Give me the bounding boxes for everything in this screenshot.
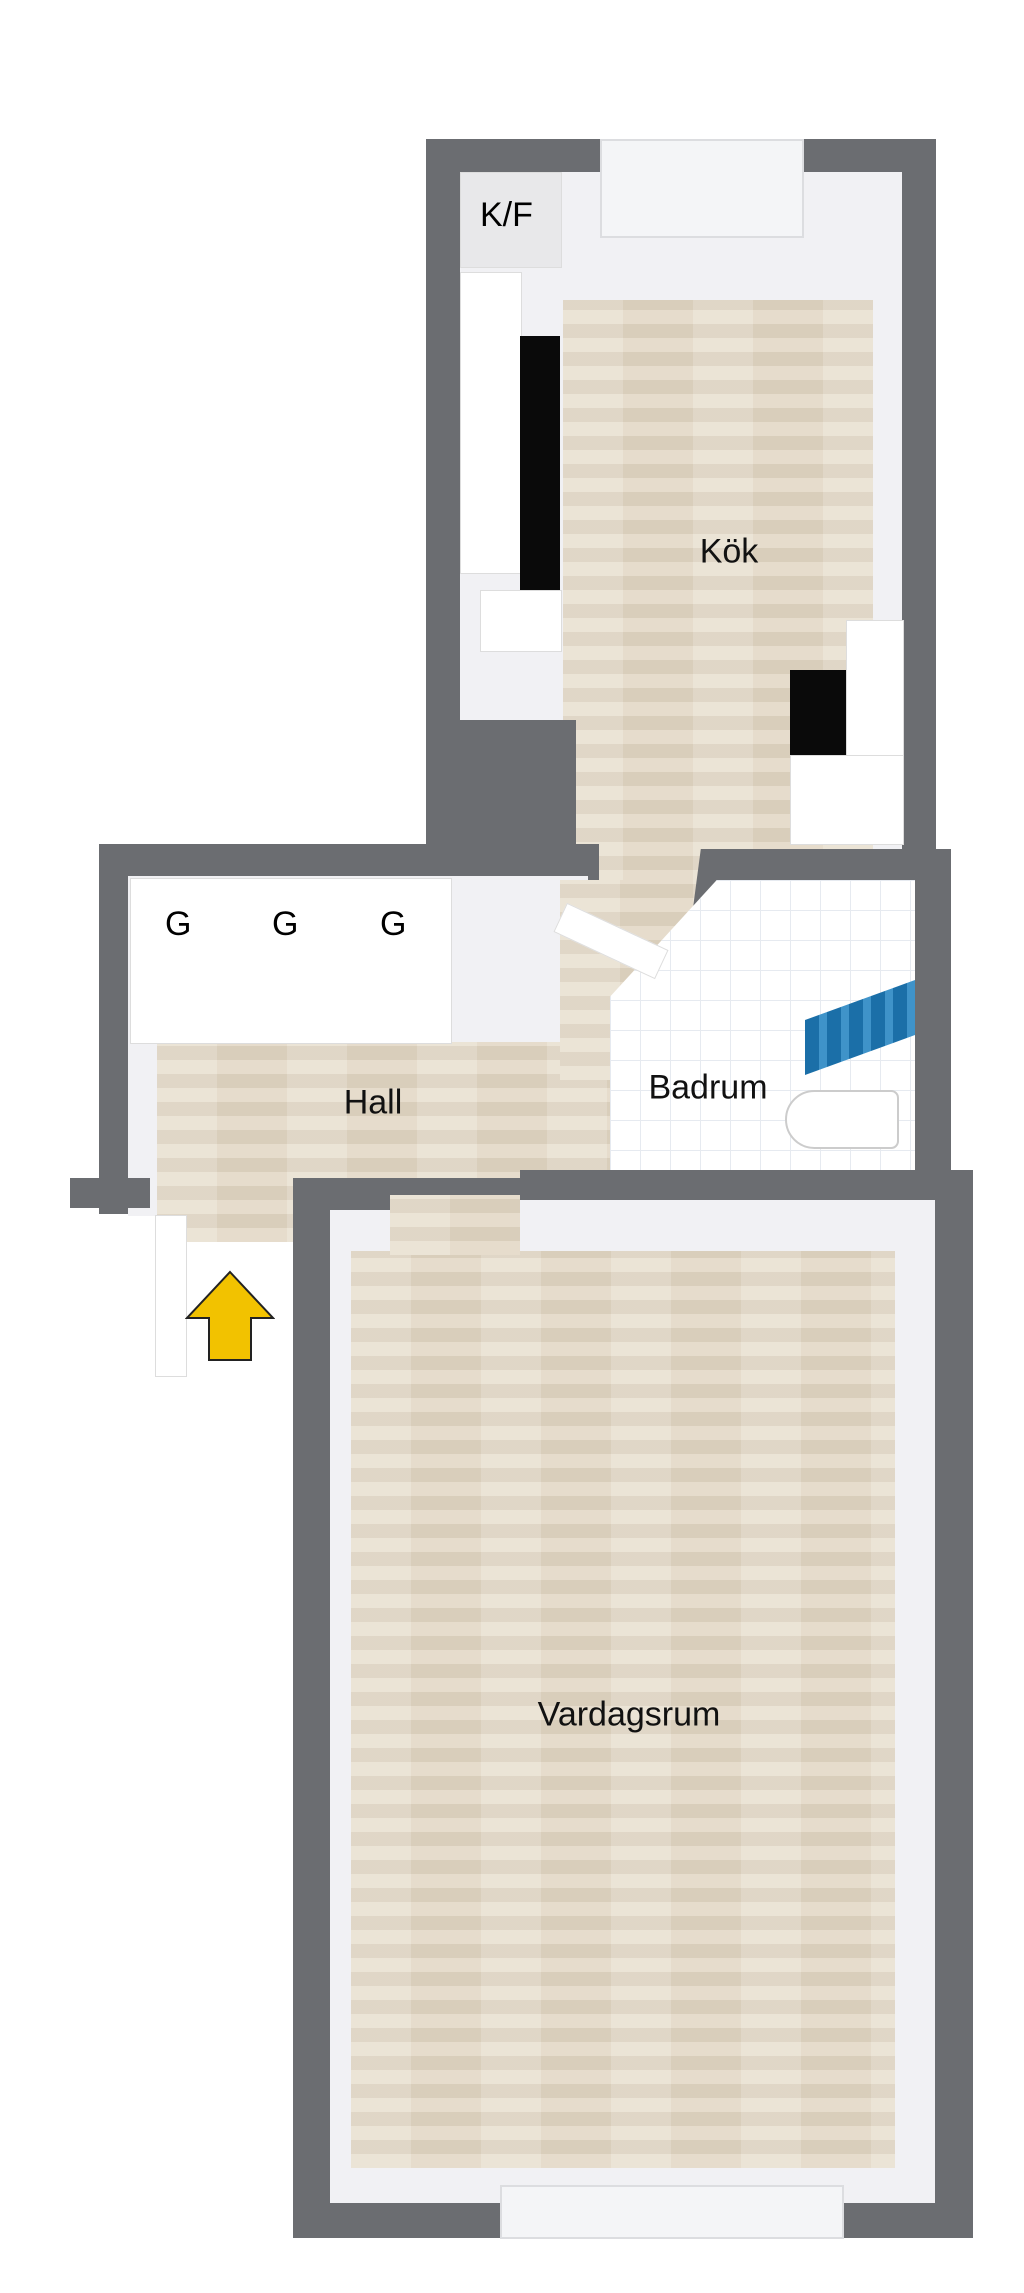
kitchen-lower-left-wall [426, 720, 576, 850]
room-label-living-room: Vardagsrum [537, 1695, 721, 1734]
entrance-door[interactable] [155, 1215, 187, 1377]
wardrobe [130, 878, 452, 1044]
wardrobe-label: G [165, 905, 192, 943]
room-label-kitchen: Kök [699, 532, 759, 571]
stove [520, 336, 560, 600]
living-room-top-sill [520, 1200, 935, 1250]
entrance-arrow-icon [185, 1270, 275, 1361]
doorway-floor [390, 1195, 520, 1255]
kitchen-table [480, 590, 562, 652]
dishwasher [790, 670, 846, 760]
room-label-hall: Hall [343, 1083, 403, 1122]
fridge-freezer [460, 172, 562, 268]
bathroom-bottom-wall [520, 1170, 973, 1200]
entrance-left-wall [70, 1178, 150, 1208]
toilet [785, 1090, 899, 1149]
kitchen-window[interactable] [600, 139, 804, 238]
fridge-freezer-label: K/F [480, 196, 533, 234]
living-room-window[interactable] [500, 2185, 844, 2239]
wardrobe-label: G [380, 905, 407, 943]
wardrobe-label: G [272, 905, 299, 943]
kitchen-counter [460, 272, 522, 574]
room-label-bathroom: Badrum [648, 1068, 768, 1107]
living-room-floor [351, 1251, 895, 2168]
kitchen-counter-right [790, 755, 904, 845]
